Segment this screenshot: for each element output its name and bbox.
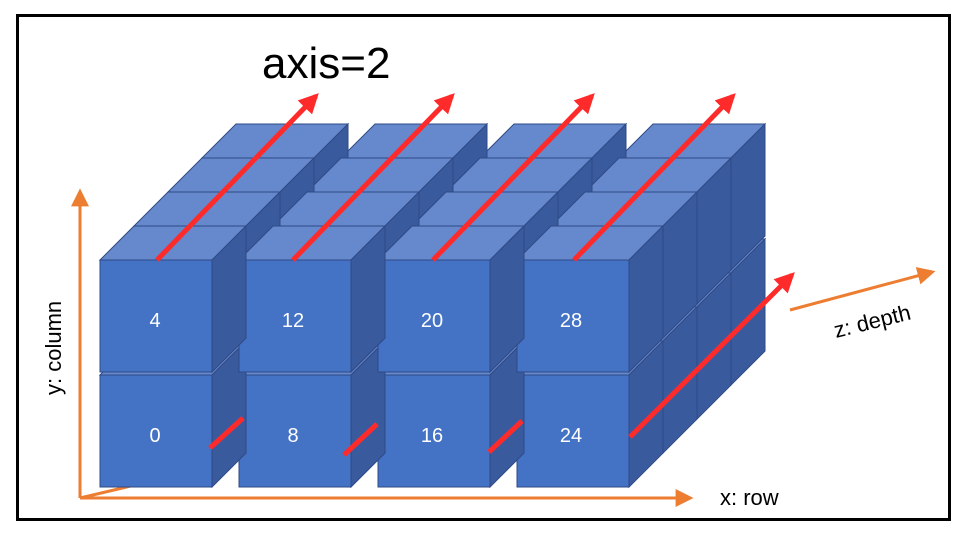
- cube-label: 4: [149, 310, 160, 332]
- cube-label: 20: [421, 310, 443, 332]
- x-axis-label: x: row: [720, 485, 779, 510]
- cube-labels: 4 12 20 28 0 8 16 24: [149, 310, 582, 447]
- cube-label: 16: [421, 425, 443, 447]
- z-axis-line: [789, 267, 936, 312]
- y-axis-label: y: column: [41, 301, 66, 395]
- cube-label: 12: [282, 310, 304, 332]
- cube-front-face: [99, 259, 213, 373]
- depth-arrow: [291, 93, 455, 262]
- cube: [237, 224, 387, 374]
- cube-label: 28: [560, 310, 582, 332]
- cube-stack: [98, 122, 767, 489]
- depth-arrow: [572, 93, 736, 262]
- axes: [71, 188, 936, 507]
- cube-label: 24: [560, 425, 582, 447]
- depth-arrow-stub: [342, 422, 379, 457]
- depth-arrow: [155, 93, 319, 262]
- z-axis-label: z: depth: [831, 300, 913, 343]
- cube: [515, 224, 665, 374]
- cube-label: 8: [287, 425, 298, 447]
- cube-front-face: [99, 374, 213, 488]
- cube: [98, 224, 248, 374]
- cube-label: 0: [149, 425, 160, 447]
- depth-arrow: [431, 93, 595, 262]
- depth-arrows: [155, 93, 795, 457]
- depth-arrow-stub: [487, 419, 524, 454]
- cube: [376, 224, 526, 374]
- diagram-title: axis=2: [262, 39, 390, 88]
- depth-arrow: [628, 272, 795, 439]
- depth-arrow-stub: [208, 416, 245, 450]
